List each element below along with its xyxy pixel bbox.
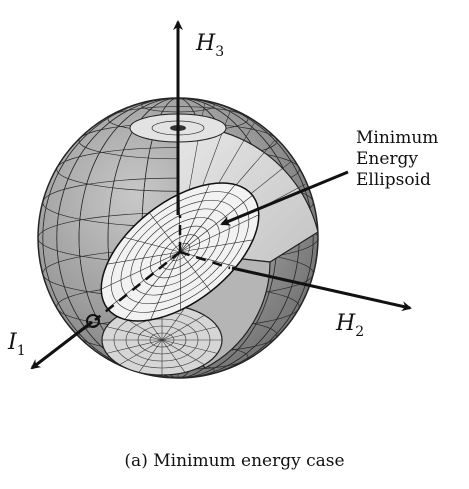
annotation-line-1: Minimum: [356, 128, 438, 148]
axis-h2: [231, 266, 412, 312]
hidden-axes: [94, 215, 231, 321]
axis-h1-label: I1: [7, 330, 26, 359]
annotation-line-2: Energy: [356, 149, 418, 169]
axis-h1-crossing-marker: [86, 314, 100, 328]
axis-h1: [30, 314, 100, 370]
axis-h2-label: H2: [335, 311, 364, 340]
inner-bowl: [101, 304, 223, 376]
figure-caption: (a) Minimum energy case: [124, 451, 345, 471]
annotation-line-3: Ellipsoid: [356, 170, 431, 190]
annotation-arrow: [220, 170, 349, 226]
axis-h3-label: H3: [195, 31, 224, 60]
